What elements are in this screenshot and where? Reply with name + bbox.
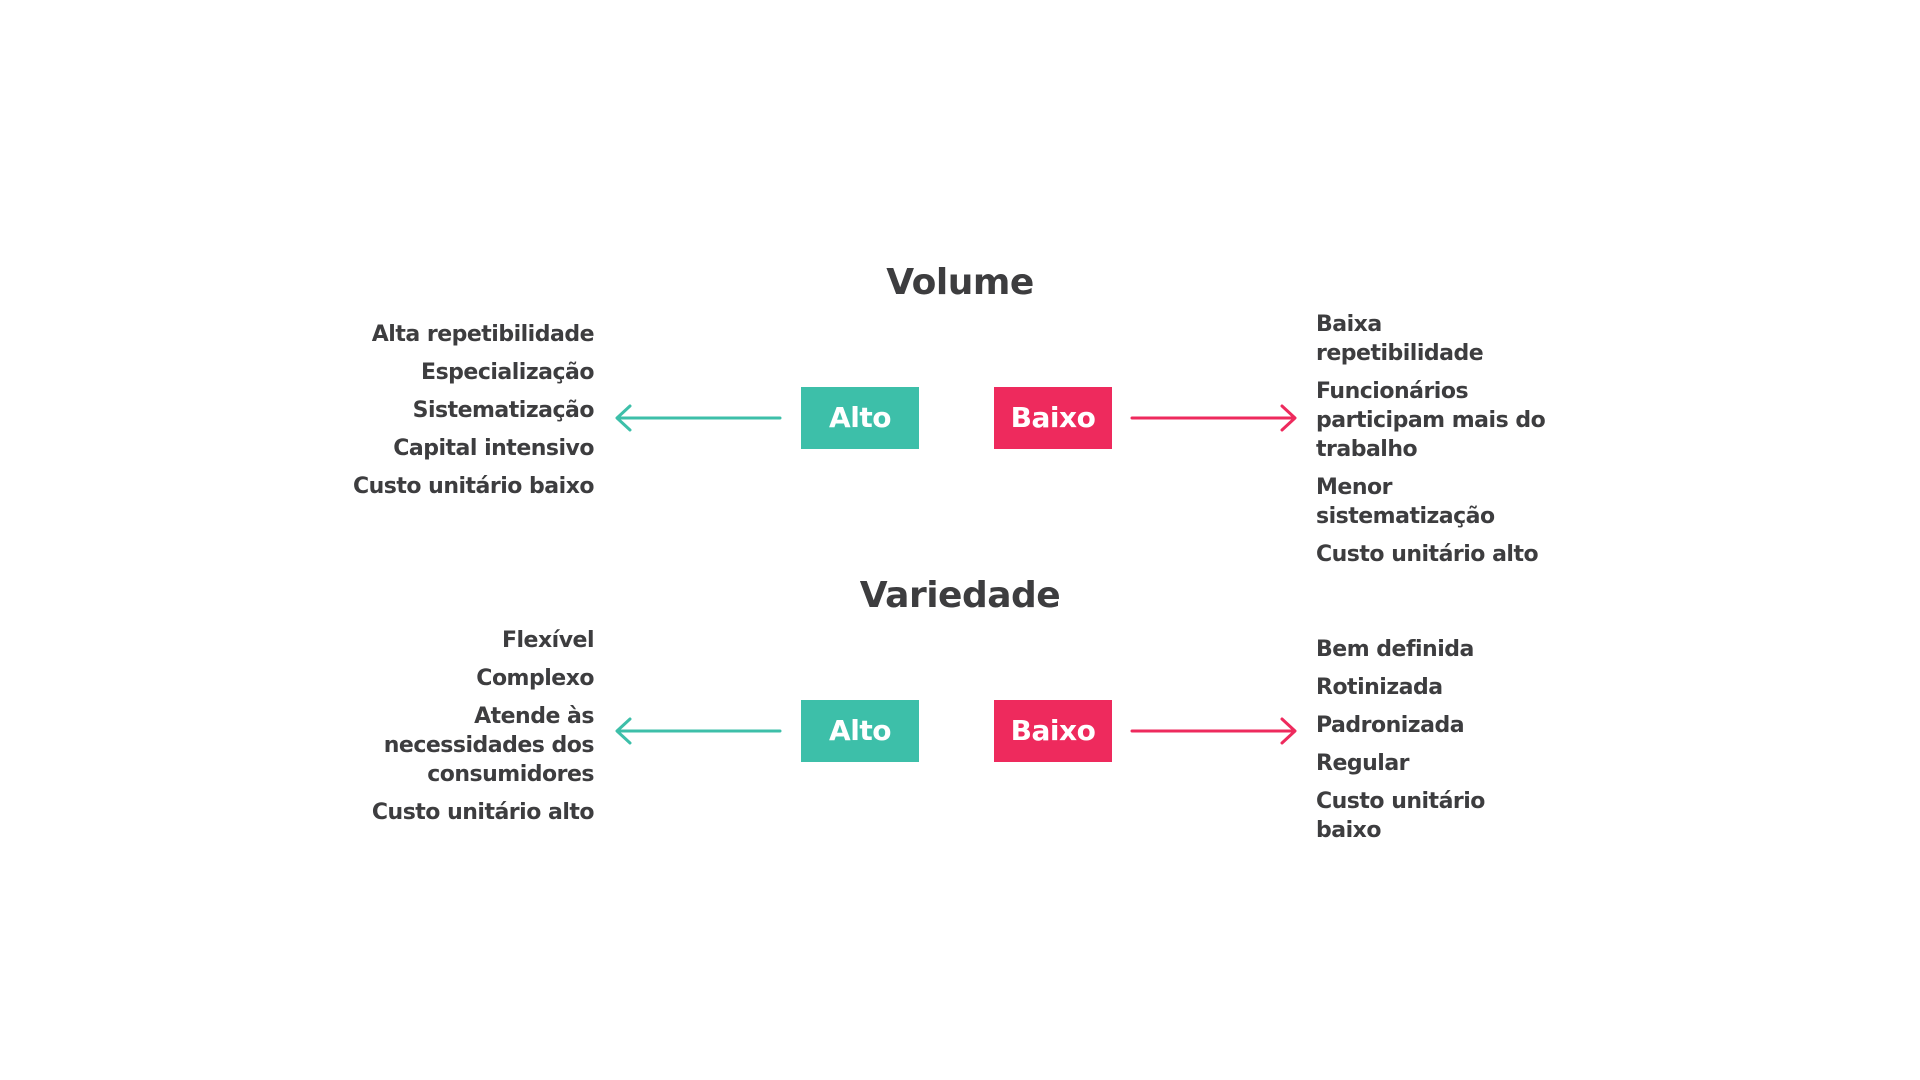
list-item: Alta repetibilidade xyxy=(371,322,595,347)
right-arrow-icon xyxy=(1130,404,1297,432)
list-item: Regular xyxy=(1316,751,1410,776)
list-item: Flexível xyxy=(501,628,595,653)
list-item: Menor sistematização xyxy=(1316,475,1495,529)
alto-badge: Alto xyxy=(801,387,919,449)
list-item: Rotinizada xyxy=(1316,675,1443,700)
left-arrow-icon xyxy=(615,717,782,745)
list-item: Complexo xyxy=(476,666,594,691)
list-item: Custo unitário baixo xyxy=(352,474,595,499)
list-item: Bem definida xyxy=(1316,637,1474,662)
list-item: Funcionários participam mais do trabalho xyxy=(1316,379,1546,462)
list-item: Custo unitário alto xyxy=(1316,542,1539,567)
alto-badge: Alto xyxy=(801,700,919,762)
right-arrow-icon xyxy=(1130,717,1297,745)
volume-alto-list: Alta repetibilidade Especialização Siste… xyxy=(352,320,595,510)
volume-baixo-list: Baixa repetibilidade Funcionários partic… xyxy=(1316,310,1546,578)
list-item: Padronizada xyxy=(1316,713,1465,738)
variedade-section: Variedade Flexível Complexo Atende às ne… xyxy=(0,575,1920,875)
variedade-alto-list: Flexível Complexo Atende às necessidades… xyxy=(364,626,595,836)
list-item: Custo unitário alto xyxy=(371,800,595,825)
left-arrow-icon xyxy=(615,404,782,432)
variedade-baixo-list: Bem definida Rotinizada Padronizada Regu… xyxy=(1316,635,1546,854)
baixo-badge: Baixo xyxy=(994,700,1112,762)
baixo-badge: Baixo xyxy=(994,387,1112,449)
list-item: Custo unitário baixo xyxy=(1316,789,1485,843)
section-title-variedade: Variedade xyxy=(859,575,1061,616)
list-item: Atende às necessidades dos consumidores xyxy=(383,704,595,787)
list-item: Sistematização xyxy=(412,398,595,423)
section-title-volume: Volume xyxy=(886,262,1034,303)
list-item: Baixa repetibilidade xyxy=(1316,312,1484,366)
list-item: Capital intensivo xyxy=(393,436,594,461)
list-item: Especialização xyxy=(421,360,594,385)
volume-section: Volume Alta repetibilidade Especializaçã… xyxy=(0,262,1920,567)
